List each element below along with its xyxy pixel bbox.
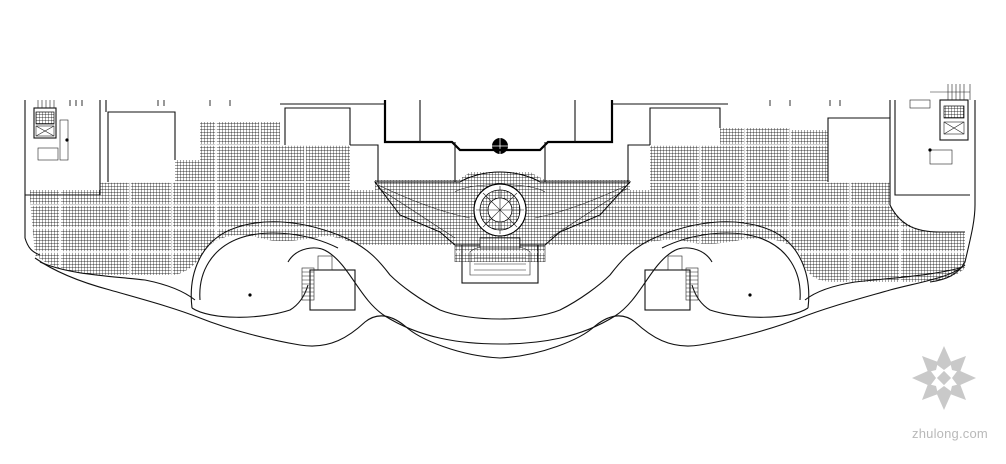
facade-marks xyxy=(65,100,932,297)
pavilion-left xyxy=(301,255,356,311)
central-fan-plaza xyxy=(373,138,632,246)
lawn-loop-left xyxy=(190,221,713,345)
building-outline xyxy=(105,100,891,205)
watermark-text: zhulong.com xyxy=(912,426,988,441)
watermark-logo xyxy=(912,346,976,410)
lawn-loop-right xyxy=(649,221,810,318)
outer-site-boundary xyxy=(34,257,966,359)
left-stair-core xyxy=(24,100,101,256)
pavilion-right xyxy=(644,255,699,311)
right-stair-core xyxy=(889,84,976,283)
